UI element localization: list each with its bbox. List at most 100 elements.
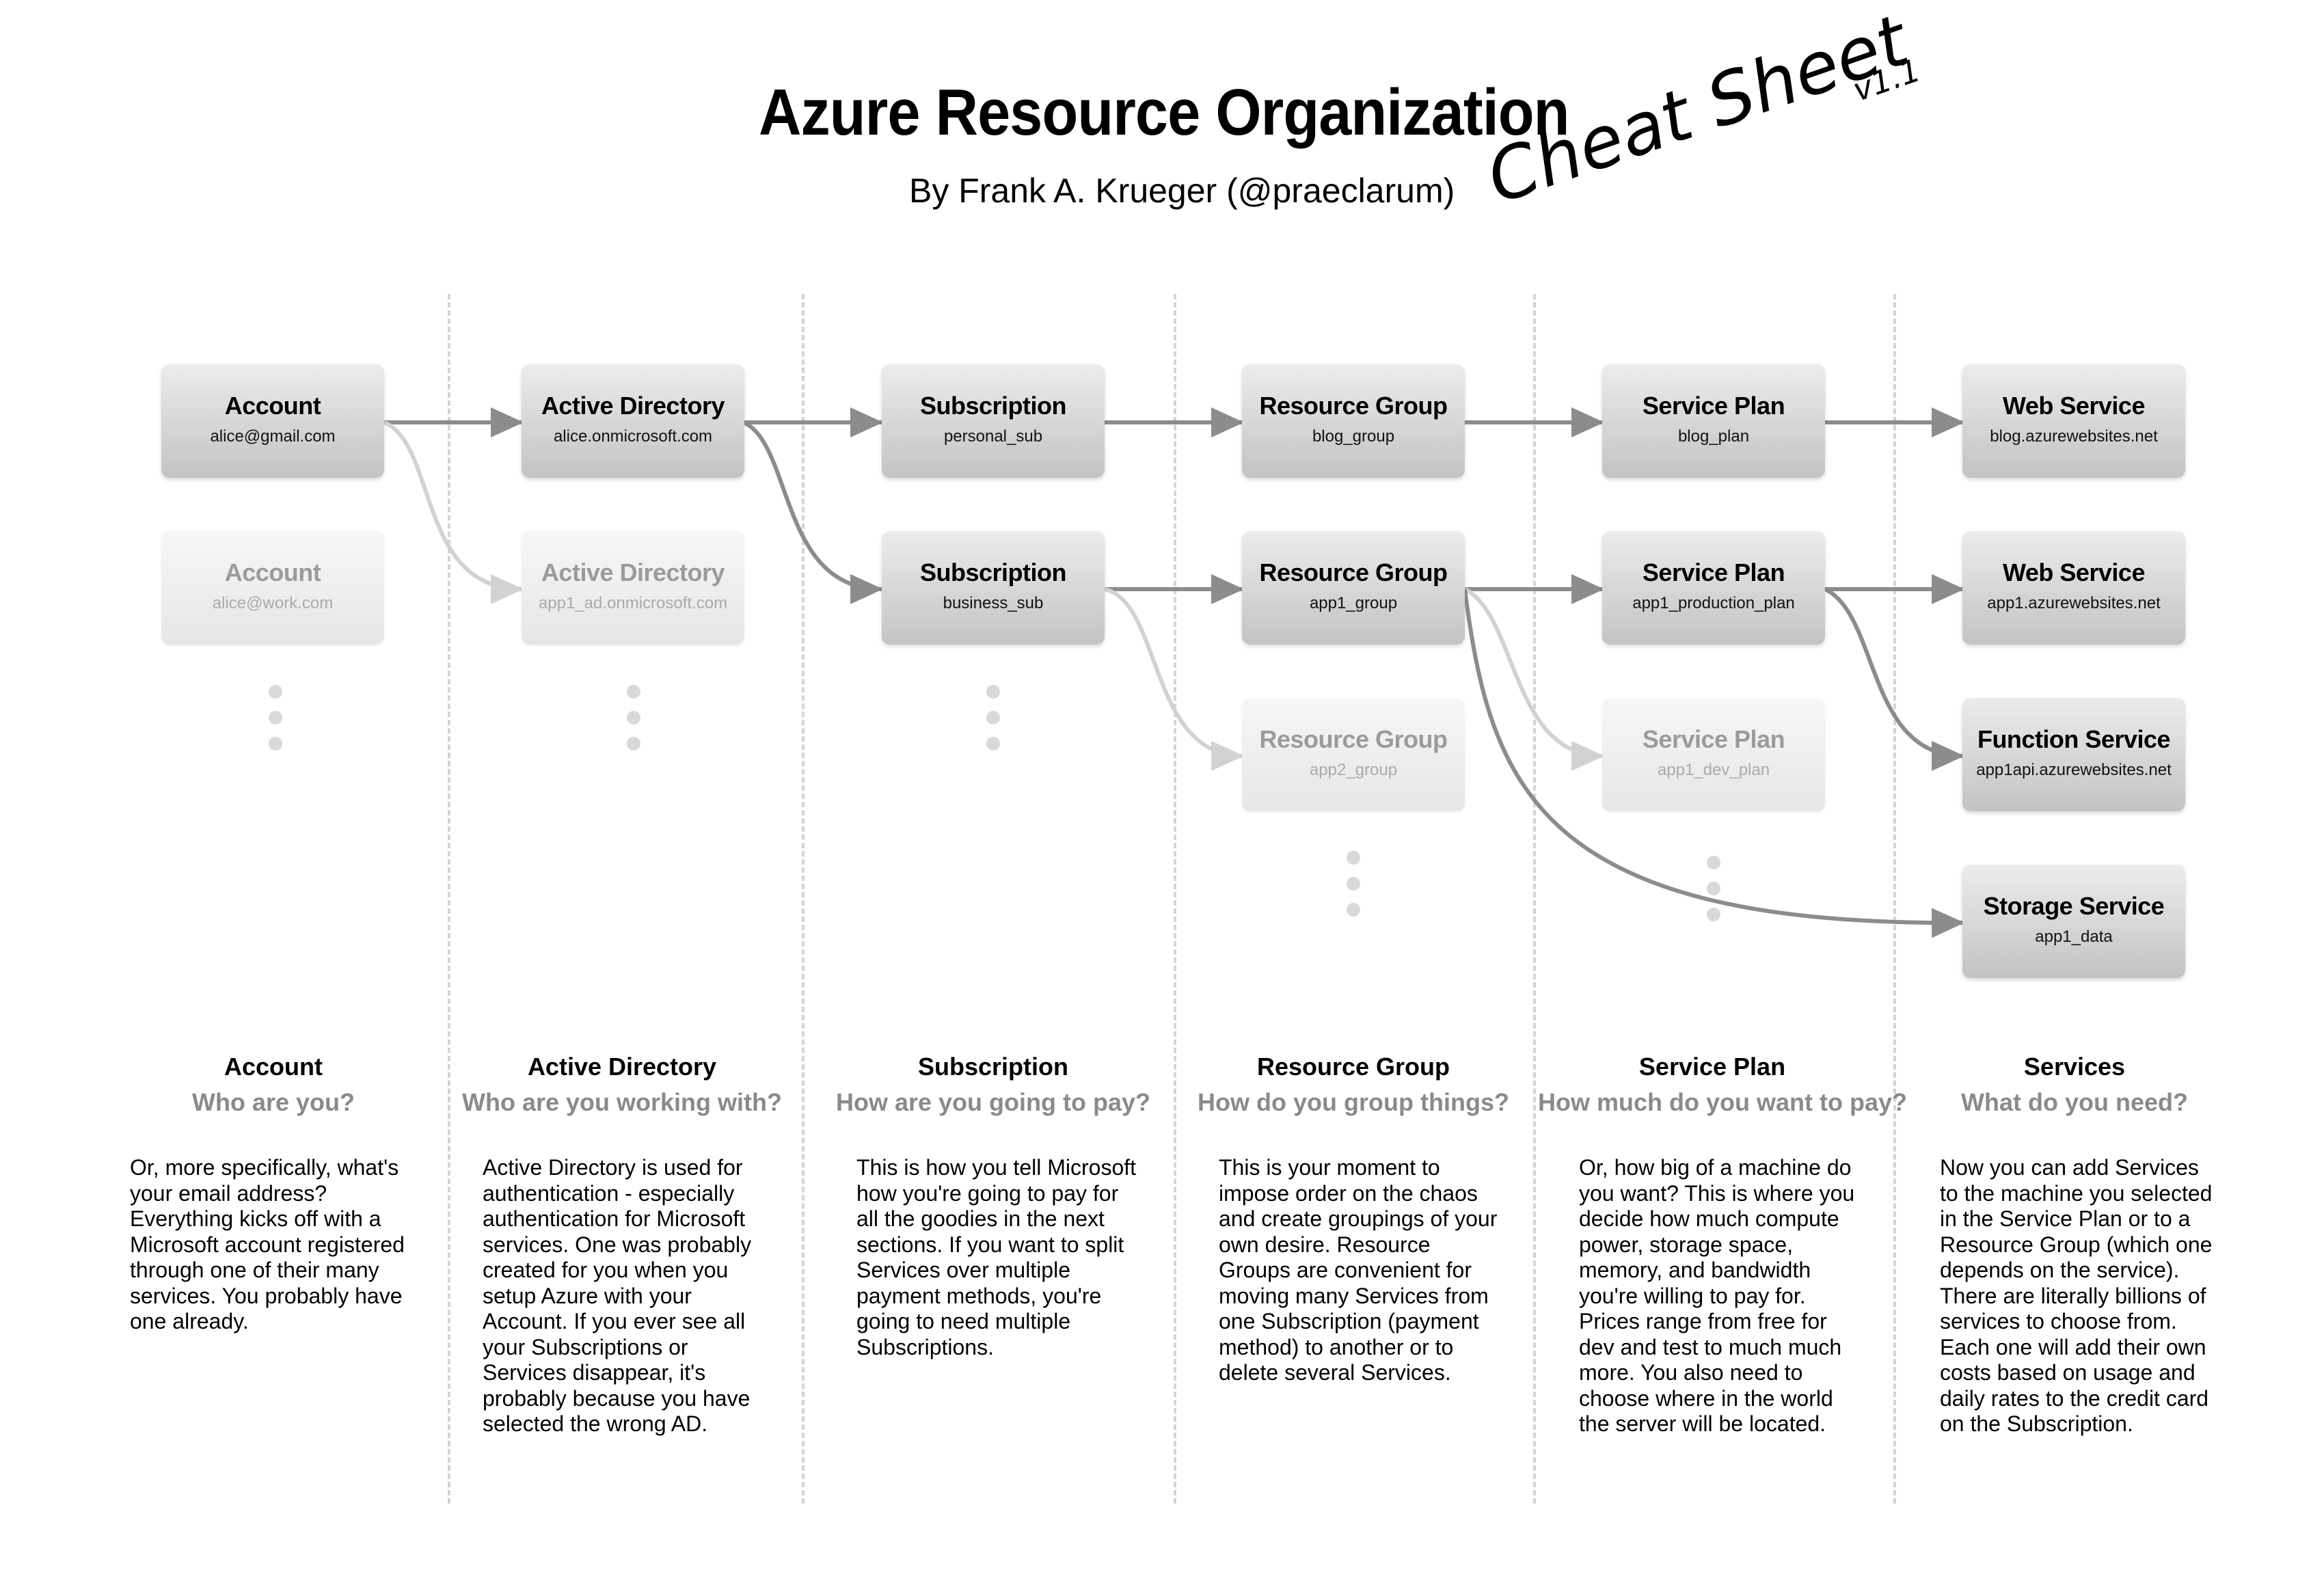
description-resource-group: This is your moment to impose order on t… xyxy=(1219,1155,1497,1386)
column-divider xyxy=(802,294,805,1504)
node-title: Service Plan xyxy=(1642,725,1785,753)
column-title: Services xyxy=(2023,1053,2126,1081)
service-plan-node-app1-dev: Service Plan app1_dev_plan xyxy=(1602,698,1825,811)
description-line: services. You probably have xyxy=(130,1283,403,1308)
node-title: Account xyxy=(224,558,321,586)
column-heading-active-directory: Active Directory Who are you working wit… xyxy=(451,1053,793,1117)
resource-group-node-app1: Resource Group app1_group xyxy=(1242,531,1465,645)
node-title: Service Plan xyxy=(1642,558,1785,586)
description-line: Subscriptions. xyxy=(856,1334,994,1359)
node-title: Web Service xyxy=(2003,392,2145,420)
node-title: Storage Service xyxy=(1983,892,2165,920)
description-line: Services over multiple xyxy=(856,1258,1070,1282)
description-line: setup Azure with your xyxy=(483,1283,692,1308)
description-line: the server will be located. xyxy=(1579,1411,1826,1436)
description-line: daily rates to the credit card xyxy=(1940,1385,2209,1411)
account-node-gmail: Account alice@gmail.com xyxy=(161,364,384,478)
node-subtitle: business_sub xyxy=(943,594,1044,612)
node-subtitle: app2_group xyxy=(1309,761,1398,779)
node-subtitle: app1_ad.onmicrosoft.com xyxy=(538,594,728,612)
node-title: Service Plan xyxy=(1642,392,1785,420)
description-line: memory, and bandwidth xyxy=(1579,1258,1811,1282)
connector xyxy=(383,420,524,604)
description-line: power, storage space, xyxy=(1579,1232,1794,1257)
description-line: services to choose from. xyxy=(1940,1309,2177,1333)
more-items-ellipsis xyxy=(1707,856,1720,934)
description-line: This is how you tell Microsoft xyxy=(856,1155,1137,1180)
description-line: delete several Services. xyxy=(1219,1360,1451,1385)
node-title: Resource Group xyxy=(1259,558,1448,586)
node-title: Account xyxy=(224,392,321,420)
description-line: you want? This is where you xyxy=(1579,1180,1855,1206)
more-items-ellipsis xyxy=(1347,851,1360,929)
description-line: more. You also need to xyxy=(1579,1360,1803,1385)
node-subtitle: personal_sub xyxy=(943,427,1043,446)
node-subtitle: app1.azurewebsites.net xyxy=(1987,594,2161,612)
node-subtitle: blog_plan xyxy=(1677,427,1750,446)
description-line: your Subscriptions or xyxy=(483,1334,688,1359)
column-heading-subscription: Subscription How are you going to pay? xyxy=(822,1053,1164,1117)
node-title: Resource Group xyxy=(1259,725,1448,753)
description-line: to the machine you selected xyxy=(1940,1180,2213,1206)
description-subscription: This is how you tell Microsoft how you'r… xyxy=(856,1155,1136,1360)
column-question: How are you going to pay? xyxy=(835,1088,1151,1116)
column-title: Service Plan xyxy=(1638,1053,1786,1081)
column-heading-service-plan: Service Plan How much do you want to pay… xyxy=(1538,1053,1907,1117)
description-line: costs based on usage and xyxy=(1940,1360,2195,1385)
node-subtitle: app1_data xyxy=(2035,927,2113,946)
column-question: What do you need? xyxy=(1961,1088,2188,1116)
node-subtitle: blog.azurewebsites.net xyxy=(1990,427,2158,446)
author-byline: By Frank A. Krueger (@praeclarum) xyxy=(909,172,1455,210)
description-line: probably because you have xyxy=(483,1385,751,1411)
resource-group-node-app2: Resource Group app2_group xyxy=(1242,698,1465,811)
node-title: Active Directory xyxy=(541,558,725,586)
description-line: created for you when you xyxy=(483,1258,729,1282)
connector xyxy=(1104,587,1244,771)
column-divider xyxy=(1893,294,1896,1504)
node-subtitle: app1_production_plan xyxy=(1632,594,1795,612)
more-items-ellipsis xyxy=(269,685,282,763)
service-plan-node-app1-production: Service Plan app1_production_plan xyxy=(1602,531,1825,645)
description-line: Each one will add their own xyxy=(1940,1334,2206,1359)
node-title: Web Service xyxy=(2003,558,2145,586)
service-plan-node-blog: Service Plan blog_plan xyxy=(1602,364,1825,478)
node-subtitle: alice@gmail.com xyxy=(210,427,336,446)
more-items-ellipsis xyxy=(986,685,1000,763)
description-line: Or, how big of a machine do xyxy=(1579,1155,1852,1180)
more-items-ellipsis xyxy=(627,685,640,763)
node-title: Active Directory xyxy=(541,392,725,420)
description-line: depends on the service). xyxy=(1940,1258,2180,1282)
active-directory-node-app1: Active Directory app1_ad.onmicrosoft.com xyxy=(522,531,744,645)
description-line: selected the wrong AD. xyxy=(483,1411,708,1436)
description-line: Now you can add Services xyxy=(1940,1155,2199,1180)
description-line: There are literally billions of xyxy=(1940,1283,2206,1308)
description-line: moving many Services from xyxy=(1219,1283,1489,1308)
description-account: Or, more specifically, what's your email… xyxy=(130,1155,405,1335)
active-directory-node-main: Active Directory alice.onmicrosoft.com xyxy=(522,364,744,478)
node-subtitle: alice.onmicrosoft.com xyxy=(553,427,713,446)
description-line: services. One was probably xyxy=(483,1232,752,1257)
description-line: Account. If you ever see all xyxy=(483,1309,746,1333)
description-line: Services disappear, it's xyxy=(483,1360,706,1385)
description-line: method) to another or to xyxy=(1219,1334,1454,1359)
column-title: Resource Group xyxy=(1256,1053,1450,1081)
column-title: Subscription xyxy=(917,1053,1068,1081)
node-subtitle: app1api.azurewebsites.net xyxy=(1976,761,2172,779)
description-line: on the Subscription. xyxy=(1940,1411,2133,1436)
description-line: Microsoft account registered xyxy=(130,1232,405,1257)
node-subtitle: app1_dev_plan xyxy=(1657,761,1770,779)
column-question: Who are you? xyxy=(191,1088,355,1116)
description-line: Resource Group (which one xyxy=(1940,1232,2213,1257)
description-line: and create groupings of your xyxy=(1219,1206,1498,1231)
column-heading-resource-group: Resource Group How do you group things? xyxy=(1183,1053,1524,1117)
subscription-node-personal: Subscription personal_sub xyxy=(882,364,1105,478)
description-line: all the goodies in the next xyxy=(856,1206,1105,1231)
description-line: authentication - especially xyxy=(483,1180,735,1206)
connector xyxy=(1824,587,1964,771)
description-line: Or, more specifically, what's xyxy=(130,1155,399,1180)
function-service-node-app1: Function Service app1api.azurewebsites.n… xyxy=(1962,698,2185,811)
column-divider xyxy=(1533,294,1536,1504)
node-title: Subscription xyxy=(919,558,1067,586)
connector xyxy=(1463,588,1964,938)
description-line: own desire. Resource xyxy=(1219,1232,1431,1257)
